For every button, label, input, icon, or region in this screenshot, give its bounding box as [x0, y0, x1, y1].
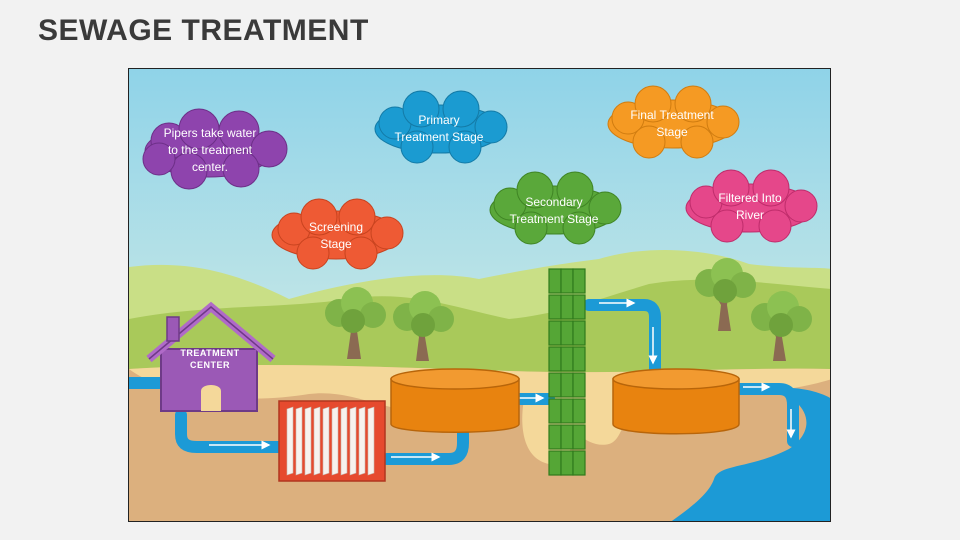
- cloud-label-primary: Primary Treatment Stage: [394, 113, 484, 144]
- cloud-secondary: [489, 171, 622, 245]
- cloud-final: [607, 85, 740, 159]
- cloud-label-final: Final Treatment Stage: [630, 108, 714, 139]
- screening-filter: [278, 400, 386, 482]
- diagram-illustration: [129, 69, 830, 521]
- left-stream: [129, 377, 169, 389]
- primary-tank: [390, 368, 520, 433]
- treatment-center-house: [146, 301, 276, 412]
- tree-1: [325, 287, 386, 359]
- secondary-column: [548, 268, 586, 476]
- cloud-label-pipes: Pipers take water to the treatment cente…: [163, 126, 257, 174]
- flow-arrows: [209, 298, 796, 462]
- cloud-label-screening: Screening Stage: [308, 220, 364, 251]
- page-title: SEWAGE TREATMENT: [38, 14, 369, 47]
- final-tank: [612, 368, 740, 435]
- river: [671, 387, 830, 521]
- cloud-label-filtered: Filtered Into River: [718, 191, 782, 222]
- cloud-label-secondary: Secondary Treatment Stage: [509, 195, 599, 226]
- tree-4: [751, 291, 812, 361]
- house-label: TREATMENT CENTER: [180, 348, 240, 370]
- cloud-pipes: [142, 108, 288, 190]
- cloud-screening: [271, 198, 404, 270]
- cloud-primary: [374, 90, 508, 164]
- cloud-filtered: [685, 169, 818, 243]
- sewage-treatment-diagram: Pipers take water to the treatment cente…: [128, 68, 831, 522]
- tree-3: [695, 258, 756, 331]
- tree-2: [393, 291, 454, 361]
